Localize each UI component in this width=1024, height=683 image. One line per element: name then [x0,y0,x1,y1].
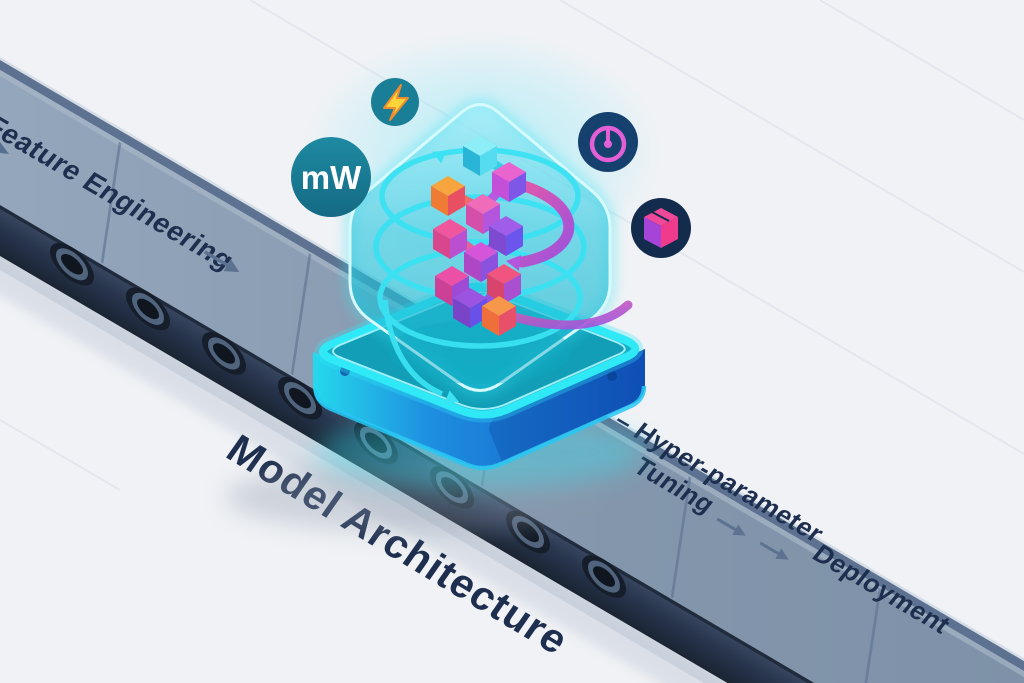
helix-ribbon [494,174,575,268]
helix-ribbon-arrow [506,255,522,271]
cube-pink [433,219,467,259]
helix-arrow [432,150,447,164]
timer-icon [589,125,627,163]
helix-cubes [431,136,526,336]
roller [126,287,170,331]
cube-orange [431,176,465,216]
timer-badge [578,112,638,172]
belt-far-rail-highlight [0,39,1024,683]
belt-floor-shadow-edge [0,238,1024,683]
cube-purple [489,216,523,256]
arrow-right-icon [716,517,746,536]
cube-red-pink [487,264,521,304]
power-unit-text: mW [301,159,362,196]
base-bottom-glow [313,385,647,471]
cube-magenta [435,266,469,306]
roller [582,555,626,598]
base-skirt [313,349,645,467]
helix-arrow [444,390,460,404]
neural-helix [373,136,633,404]
arrow-right-icon [203,250,240,273]
belt-surface [0,52,1024,683]
base-notch [607,371,617,381]
lightning-badge [371,78,419,126]
arrow-right-icon [0,141,9,155]
package-icon [644,208,678,248]
base-skirt-right-shade [489,349,645,462]
power-unit-badge: mW [291,137,371,217]
roller [50,242,94,286]
cube-magenta [492,162,526,202]
arrow-right-icon [759,541,789,560]
cube-pink [466,194,500,234]
belt-far-rail [0,42,1024,683]
cube-cyan [463,136,497,176]
cube-orange [482,296,516,336]
power-badge-circle [291,137,371,217]
roller [202,332,246,375]
package-badge [631,198,691,258]
dome-floor [388,320,572,384]
roller [278,376,322,420]
lightning-icon [383,84,409,121]
